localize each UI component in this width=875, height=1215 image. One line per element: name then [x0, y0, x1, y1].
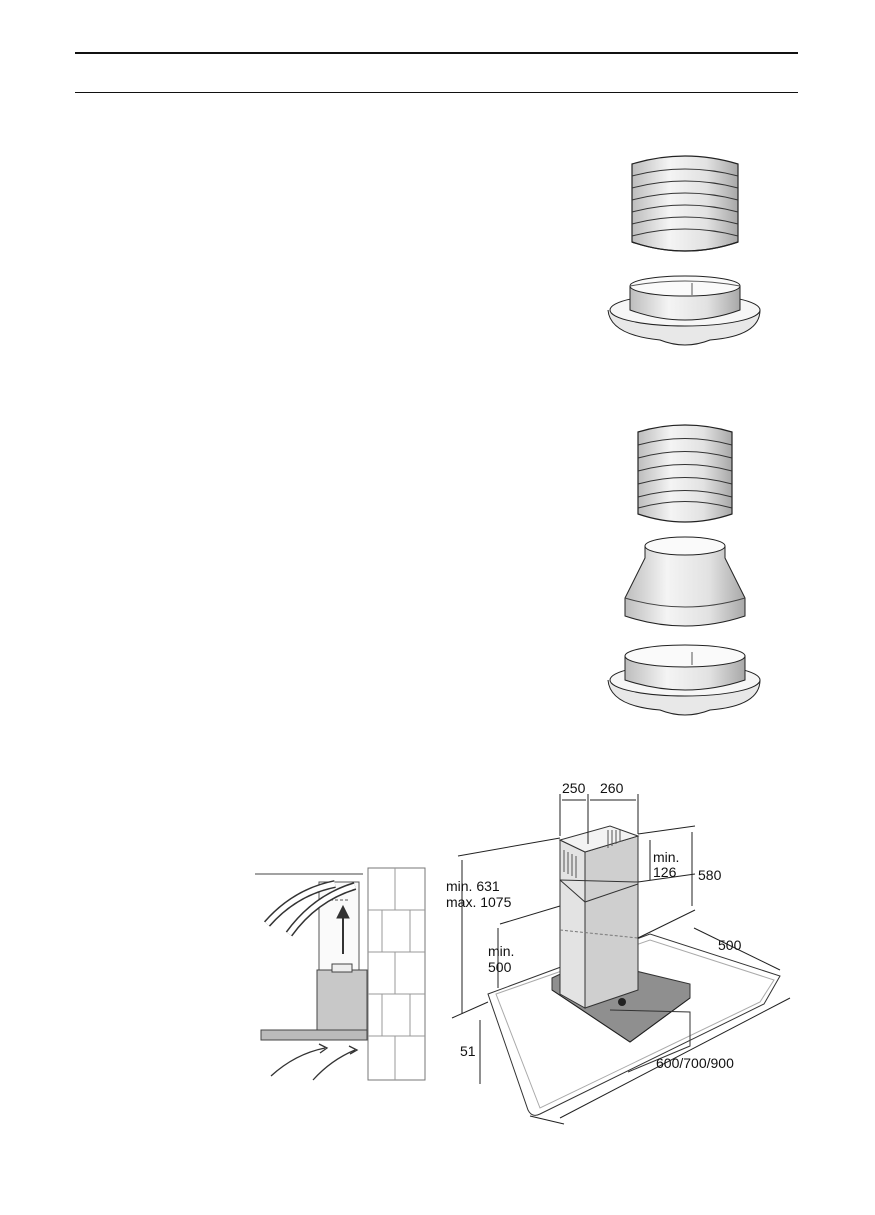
chimney-hood-3d-icon [488, 826, 780, 1115]
flexible-duct-icon [638, 425, 732, 522]
dim-glass-51: 51 [460, 1043, 476, 1059]
reducer-cone-icon [625, 537, 745, 626]
chimney-hood-icon [255, 874, 367, 1040]
duct-assembly-figure-1 [600, 150, 770, 355]
header-rule-bottom [75, 92, 798, 93]
connector-ring-icon [608, 276, 760, 345]
dim-width-options: 600/700/900 [656, 1055, 734, 1071]
dim-max-1075: max. 1075 [446, 894, 512, 910]
dim-min-631: min. 631 [446, 878, 500, 894]
dim-min-500-label: min. [488, 943, 514, 959]
dim-depth-500: 500 [718, 937, 742, 953]
dim-min-126-value: 126 [653, 864, 677, 880]
dim-chimney-depth: 250 [562, 780, 586, 796]
dim-min-126-label: min. [653, 849, 679, 865]
wall-icon [368, 868, 425, 1080]
flexible-duct-icon [632, 156, 738, 251]
dimension-drawing: 250 260 min. 126 580 min. 631 max. 1075 … [440, 780, 820, 1130]
duct-assembly-figure-2 [600, 418, 770, 718]
airflow-diagram [255, 862, 430, 1084]
connector-ring-icon [608, 645, 760, 715]
header-rule-top [75, 52, 798, 54]
dim-height-580: 580 [698, 867, 722, 883]
dim-min-500-value: 500 [488, 959, 512, 975]
dim-chimney-width: 260 [600, 780, 624, 796]
